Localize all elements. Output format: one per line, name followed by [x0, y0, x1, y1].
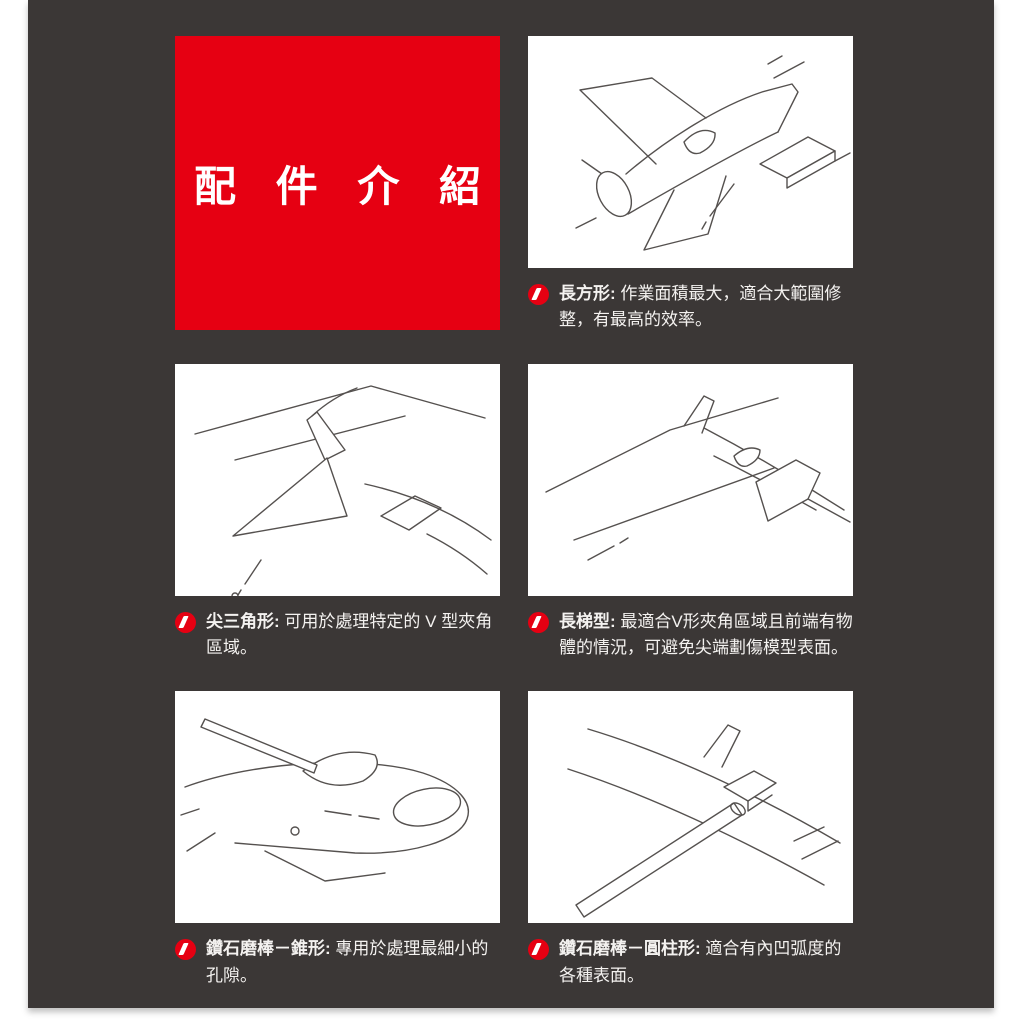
caption-desc: 可用於處理特定的 V 型夾角區域。	[206, 611, 493, 658]
wing-triangle-tool-illustration	[194, 384, 492, 596]
section-rectangle: 長方形: 作業面積最大，適合大範圍修整，有最高的效率。	[528, 36, 853, 334]
brand-logo-icon	[528, 284, 549, 305]
caption: 長方形: 作業面積最大，適合大範圍修整，有最高的效率。	[528, 281, 853, 334]
nose-cone-tool-illustration	[180, 718, 469, 883]
caption: 尖三角形: 可用於處理特定的 V 型夾角區域。	[175, 609, 500, 662]
brand-logo-icon	[528, 611, 549, 633]
caption-text: 鑽石磨棒－錐形: 專用於處理最細小的孔隙。	[206, 936, 500, 989]
illustration-panel	[528, 691, 853, 924]
caption-desc: 最適合V形夾角區域且前端有物體的情況，可避免尖端劃傷模型表面。	[559, 611, 853, 658]
caption-label: 鑽石磨棒－錐形:	[206, 939, 331, 959]
caption-text: 尖三角形: 可用於處理特定的 V 型夾角區域。	[206, 609, 500, 662]
caption-text: 鑽石磨棒－圓柱形: 適合有內凹弧度的各種表面。	[559, 936, 853, 989]
caption: 鑽石磨棒－圓柱形: 適合有內凹弧度的各種表面。	[528, 936, 853, 989]
content-grid: 配 件 介 紹	[175, 36, 853, 989]
plane-rectangle-tool-illustration	[575, 55, 851, 251]
section-diamond-cone: 鑽石磨棒－錐形: 專用於處理最細小的孔隙。	[175, 691, 500, 989]
caption-label: 尖三角形:	[206, 611, 280, 631]
tail-cylinder-tool-illustration	[567, 724, 841, 919]
section-sharp-triangle: 尖三角形: 可用於處理特定的 V 型夾角區域。	[175, 363, 500, 662]
fuselage-trapezoid-tool-illustration	[545, 394, 851, 561]
caption-desc: 專用於處理最細小的孔隙。	[206, 939, 489, 985]
illustration-panel	[528, 36, 853, 268]
caption-text: 長方形: 作業面積最大，適合大範圍修整，有最高的效率。	[559, 281, 853, 334]
caption-desc: 適合有內凹弧度的各種表面。	[559, 939, 842, 985]
illustration-panel	[175, 691, 500, 924]
brand-logo-icon	[175, 939, 196, 961]
brand-logo-icon	[175, 611, 196, 633]
caption-label: 鑽石磨棒－圓柱形:	[559, 939, 701, 959]
section-diamond-cylinder: 鑽石磨棒－圓柱形: 適合有內凹弧度的各種表面。	[528, 691, 853, 989]
illustration-panel	[175, 363, 500, 596]
title-cell: 配 件 介 紹	[175, 36, 500, 334]
brand-logo-icon	[528, 939, 549, 961]
caption: 長梯型: 最適合V形夾角區域且前端有物體的情況，可避免尖端劃傷模型表面。	[528, 609, 853, 662]
title-block: 配 件 介 紹	[175, 36, 500, 330]
caption-label: 長梯型:	[559, 611, 616, 631]
caption: 鑽石磨棒－錐形: 專用於處理最細小的孔隙。	[175, 936, 500, 989]
caption-label: 長方形:	[559, 284, 616, 303]
page-board: 配 件 介 紹	[28, 0, 994, 1008]
page-title: 配 件 介 紹	[193, 162, 495, 210]
caption-text: 長梯型: 最適合V形夾角區域且前端有物體的情況，可避免尖端劃傷模型表面。	[559, 609, 853, 662]
section-long-trapezoid: 長梯型: 最適合V形夾角區域且前端有物體的情況，可避免尖端劃傷模型表面。	[528, 363, 853, 662]
caption-desc: 作業面積最大，適合大範圍修整，有最高的效率。	[559, 284, 842, 330]
illustration-panel	[528, 363, 853, 596]
